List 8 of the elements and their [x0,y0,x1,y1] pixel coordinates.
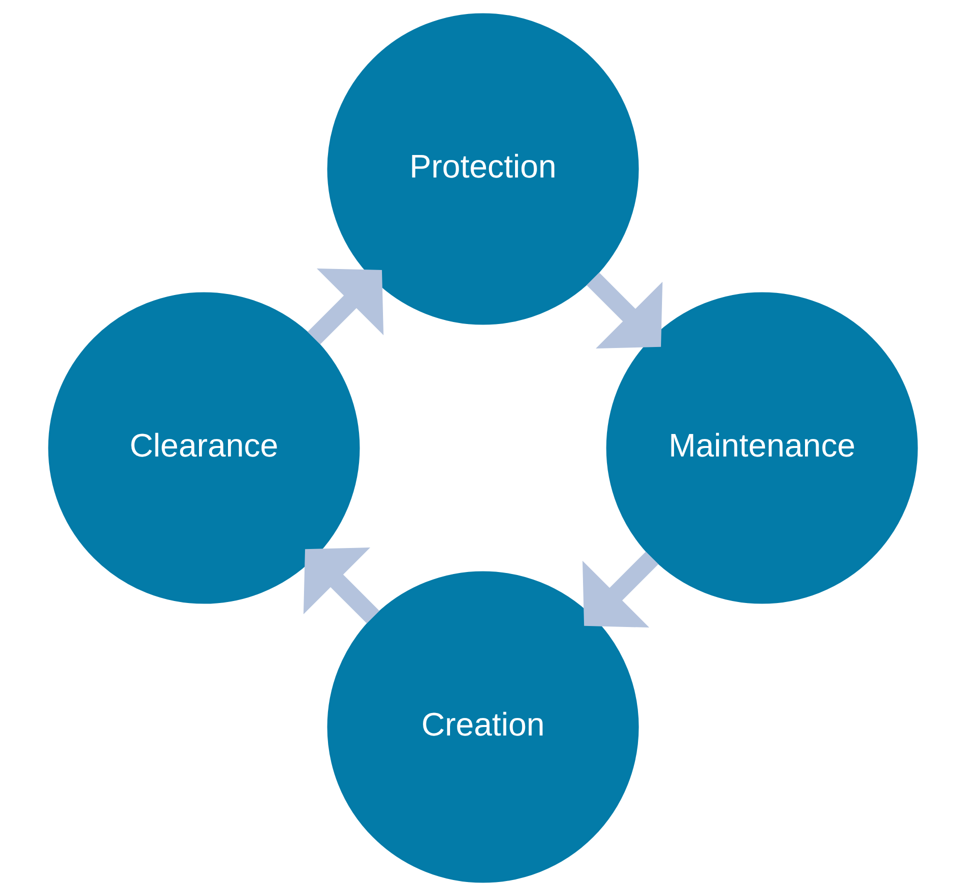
arrow [582,552,658,628]
arrow [308,268,384,344]
arrow [303,547,380,624]
node-circle: Maintenance [606,292,918,604]
node-circle: Creation [327,571,639,883]
node-circle: Protection [327,13,639,325]
node-circle: Clearance [48,292,360,604]
arrow [586,272,663,348]
